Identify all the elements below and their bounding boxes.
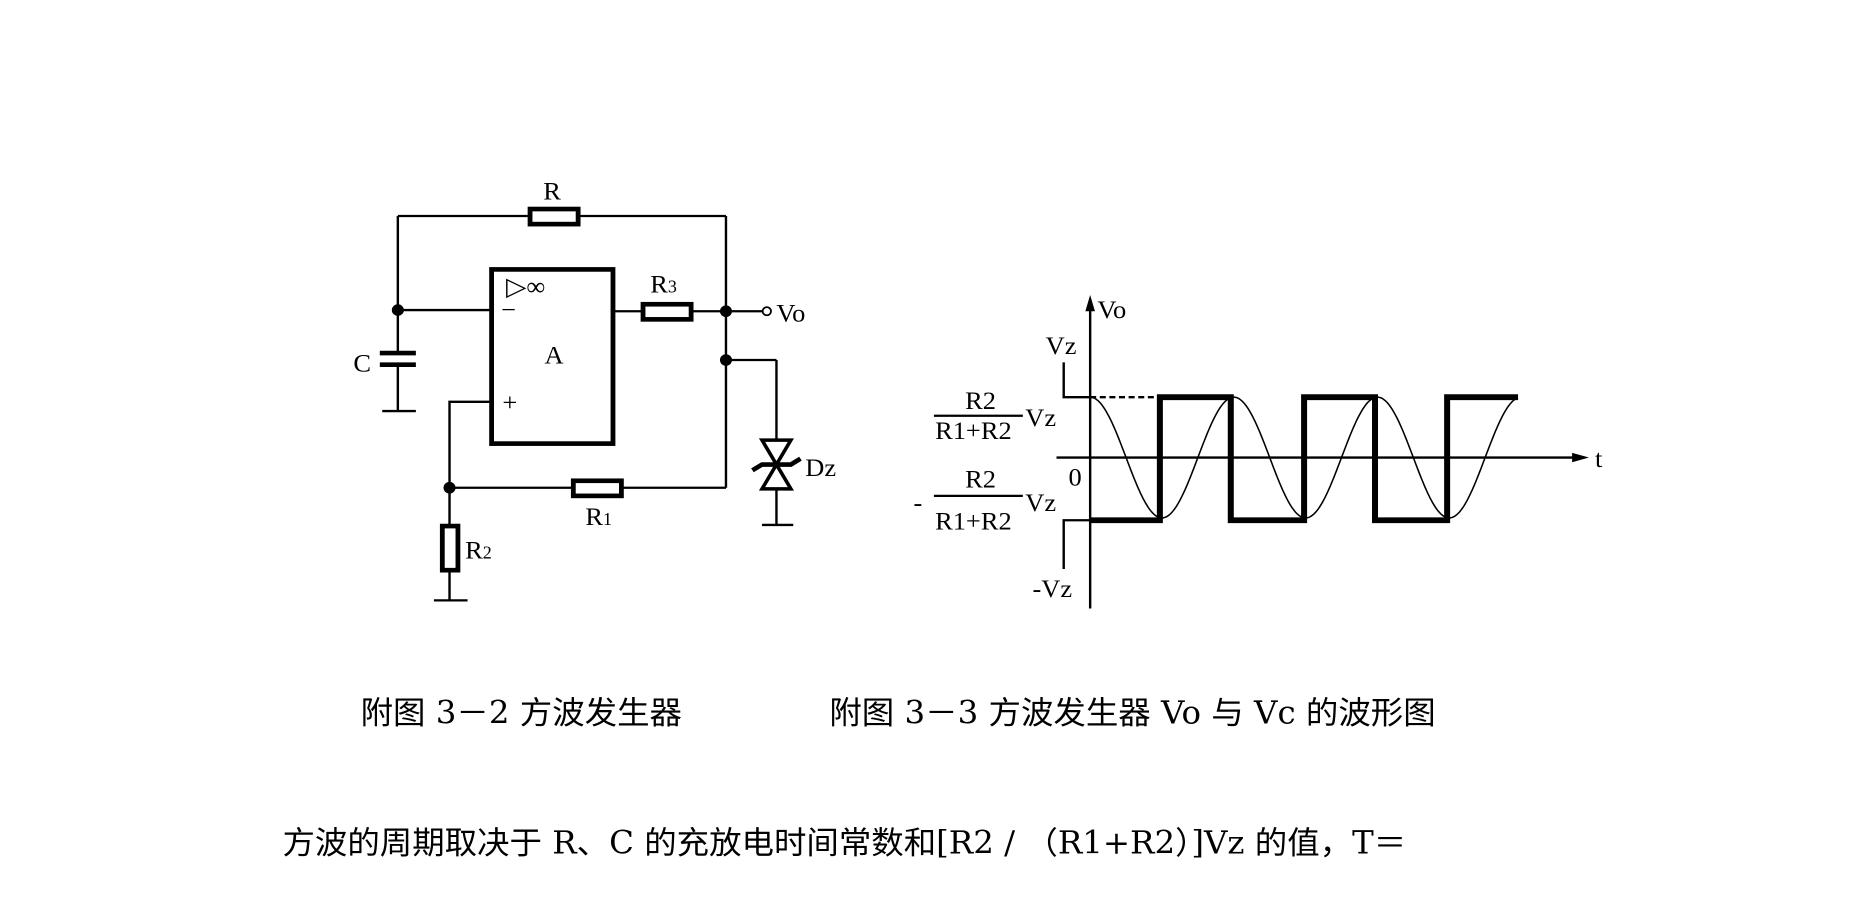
x-axis-arrow: [1572, 452, 1589, 463]
output-terminal: [761, 306, 772, 317]
label-r: R: [543, 177, 561, 205]
neg-vz-level-marker: [1062, 519, 1091, 570]
svg-text:Vz: Vz: [1025, 404, 1056, 432]
origin-label: 0: [1069, 463, 1082, 491]
zener-diode-lower: [758, 461, 794, 491]
svg-text:R2: R2: [965, 465, 996, 493]
svg-text:Vz: Vz: [1025, 488, 1056, 516]
svg-text:R2: R2: [965, 386, 996, 414]
y-axis-arrow: [1085, 294, 1095, 312]
label-minus: −: [501, 296, 516, 324]
vo-square-wave-line: [1090, 394, 1519, 524]
svg-text:R1+R2: R1+R2: [935, 507, 1012, 535]
y-axis-label: Vo: [1097, 296, 1126, 324]
label-c: C: [353, 349, 371, 377]
resistor-r: [527, 206, 581, 227]
label-r3: R3: [650, 270, 677, 298]
tick-label-neg-vz: -Vz: [1032, 574, 1072, 602]
body-paragraph: 方波的周期取决于 R、C 的充放电时间常数和[R2 / （R1+R2）]Vz 的…: [282, 824, 1406, 861]
caption-waveform: 附图 3－3 方波发生器 Vo 与 Vc 的波形图: [829, 694, 1435, 731]
caption-circuit: 附图 3－2 方波发生器: [361, 694, 682, 731]
resistor-r2: [439, 523, 461, 573]
tick-label-vz: Vz: [1046, 332, 1077, 360]
vz-level-marker: [1062, 362, 1091, 399]
x-axis-label: t: [1595, 444, 1603, 472]
vc-capacitor-voltage-line: [1090, 396, 1519, 519]
svg-text:-: -: [913, 488, 922, 516]
zener-bar: [751, 456, 802, 473]
label-vo: Vo: [776, 299, 805, 327]
label-r2: R2: [465, 536, 492, 564]
label-a: A: [544, 341, 563, 369]
wire: [448, 400, 492, 488]
svg-text:R1+R2: R1+R2: [935, 416, 1012, 444]
junction-dot: [719, 354, 732, 366]
op-amp-box: [489, 267, 616, 446]
label-r1: R1: [585, 502, 612, 530]
zener-diode-upper: [758, 438, 794, 469]
op-amp-infinity-symbol: ▷∞: [506, 272, 545, 300]
resistor-r3: [640, 301, 694, 322]
circuit-diagram: R C ▷∞ − A + R3 Vo Dz: [353, 177, 836, 602]
label-dz: Dz: [805, 454, 836, 482]
label-plus: +: [502, 388, 517, 416]
tick-label-pos-fraction: R2 R1+R2 Vz: [933, 386, 1056, 445]
tick-label-neg-fraction: - R2 R1+R2 Vz: [913, 465, 1056, 535]
junction-dot: [719, 305, 732, 318]
waveform-chart: Vo t 0 Vz -Vz R2 R1+R2 Vz - R2 R1+R2 Vz: [913, 294, 1603, 609]
resistor-r1: [570, 478, 624, 499]
